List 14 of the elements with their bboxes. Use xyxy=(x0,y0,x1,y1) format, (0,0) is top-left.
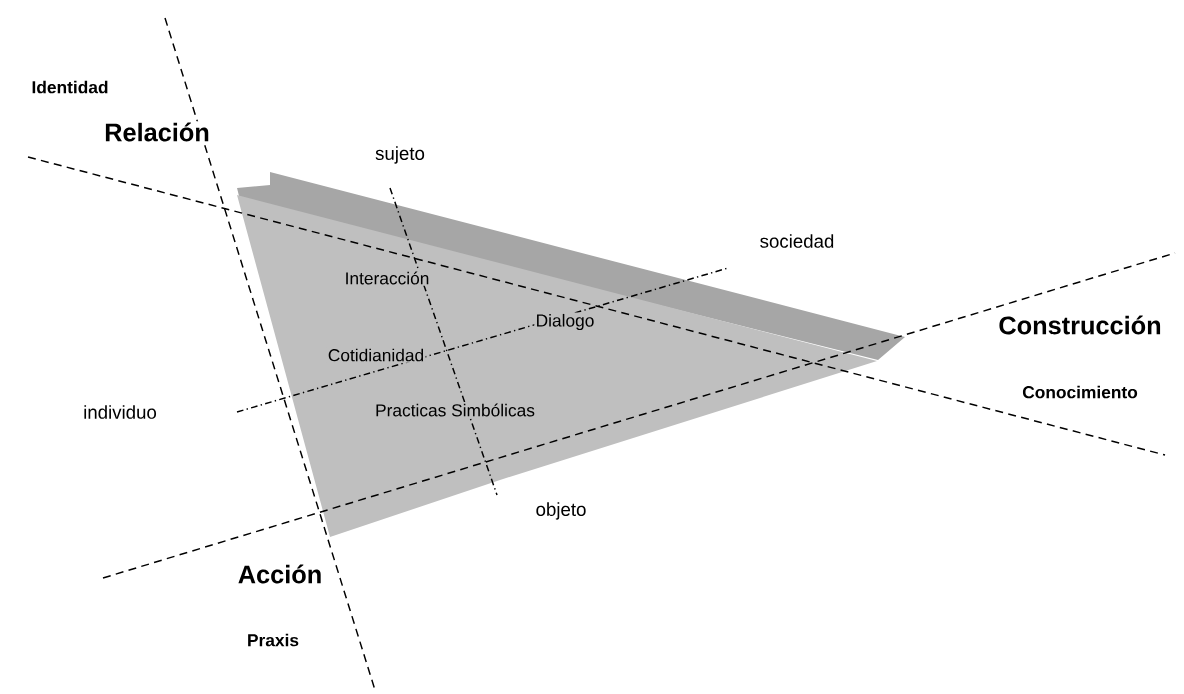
area-label: Interacción xyxy=(343,270,431,286)
area-label: Practicas Simbólicas xyxy=(373,402,537,418)
axis-label: sujeto xyxy=(373,144,427,166)
axis-label: objeto xyxy=(534,501,588,522)
pole-label: Acción xyxy=(236,563,324,585)
pole-label: Conocimiento xyxy=(1020,384,1140,400)
axis-label: sociedad xyxy=(758,232,836,250)
pole-label: Construcción xyxy=(997,314,1163,336)
pole-label: Identidad xyxy=(30,79,110,95)
axis-label: individuo xyxy=(81,403,159,421)
triangle-shape xyxy=(237,172,905,537)
area-label: Cotidianidad xyxy=(326,347,426,363)
pole-label: Relación xyxy=(102,121,212,143)
pole-label: Praxis xyxy=(245,632,301,648)
